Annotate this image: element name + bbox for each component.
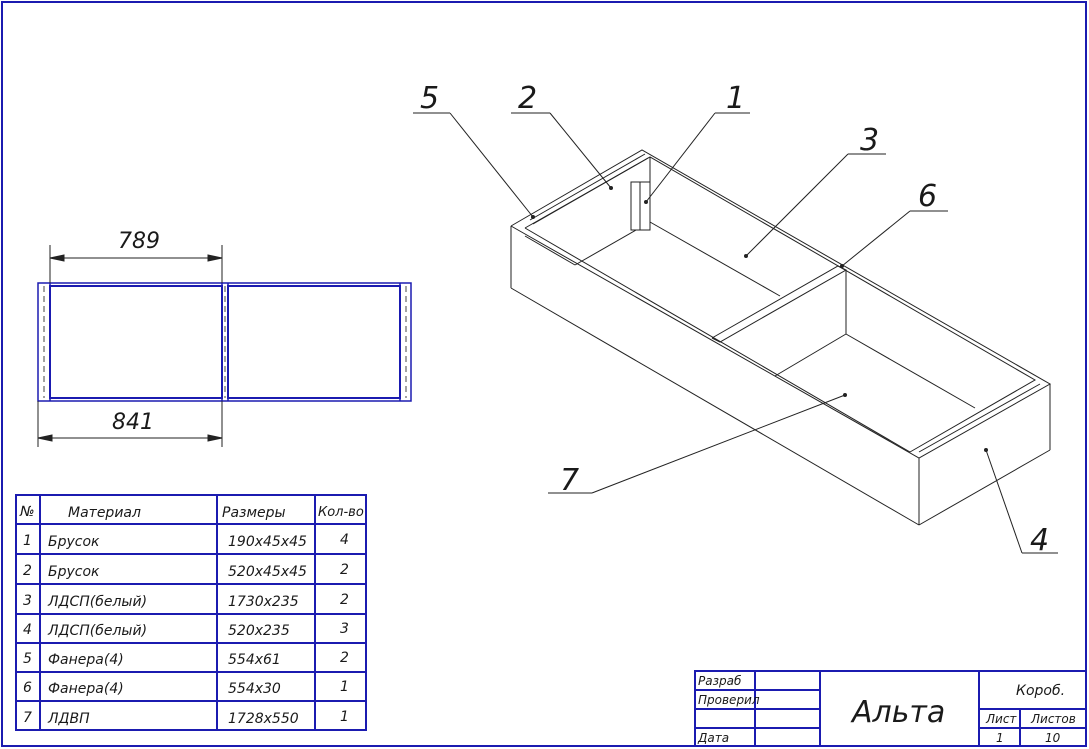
svg-text:Брусок: Брусок [48,534,100,550]
table-row: 3 ЛДСП(белый) 1730х235 2 [23,592,349,610]
svg-text:Брусок: Брусок [48,564,100,580]
label-checked: Проверил [698,693,760,707]
dimension-lines [37,245,223,447]
svg-text:1730х235: 1730х235 [228,594,299,610]
table-row: 6 Фанера(4) 554х30 1 [23,679,349,697]
leader-dots [531,186,988,452]
callout-5: 5 [420,81,439,116]
svg-text:Фанера(4): Фанера(4) [48,681,124,697]
svg-text:5: 5 [23,651,32,667]
table-row: 2 Брусок 520х45х45 2 [23,562,349,580]
svg-text:1728х550: 1728х550 [228,711,299,727]
callout-1: 1 [726,81,745,116]
callout-2: 2 [518,81,537,116]
svg-text:ЛДСП(белый): ЛДСП(белый) [47,623,147,639]
svg-text:1: 1 [340,709,349,725]
isometric-box-view [510,149,1052,526]
svg-text:3: 3 [340,621,349,637]
leader-lines [413,112,1058,554]
header-number: № [19,504,35,520]
svg-text:4: 4 [340,532,349,548]
title-block: Разраб Проверил Дата Альта Короб. Лист Л… [694,670,1087,747]
drawing-name: Короб. [1016,683,1065,699]
callout-6: 6 [918,179,937,214]
svg-text:3: 3 [23,593,32,609]
callout-4: 4 [1030,523,1049,558]
svg-text:2: 2 [23,563,32,579]
table-row: 5 Фанера(4) 554х61 2 [23,650,349,668]
svg-text:ЛДСП(белый): ЛДСП(белый) [47,594,147,610]
svg-text:Фанера(4): Фанера(4) [48,652,124,668]
dimension-841: 841 [112,410,154,435]
sheet-number: 1 [996,731,1004,745]
callout-numbers: 5 2 1 3 6 7 4 [420,81,1049,558]
svg-text:1: 1 [340,679,349,695]
label-sheet: Лист [985,712,1017,726]
spec-table: № Материал Размеры Кол-во 1 Брусок 190х4… [15,494,367,731]
svg-text:554х61: 554х61 [228,652,281,668]
svg-text:190х45х45: 190х45х45 [228,534,307,550]
table-row: 1 Брусок 190х45х45 4 [23,532,349,550]
svg-text:520х45х45: 520х45х45 [228,564,307,580]
callout-7: 7 [560,463,579,498]
svg-text:4: 4 [23,622,32,638]
svg-text:ЛДВП: ЛДВП [47,711,90,727]
svg-text:2: 2 [340,562,349,578]
svg-text:2: 2 [340,592,349,608]
svg-text:7: 7 [23,710,32,726]
drawing-title: Альта [850,695,945,730]
svg-text:554х30: 554х30 [228,681,281,697]
table-row: 4 ЛДСП(белый) 520х235 3 [23,621,349,639]
svg-text:6: 6 [23,680,32,696]
svg-text:520х235: 520х235 [228,623,290,639]
label-sheets: Листов [1030,712,1076,726]
dimension-789: 789 [118,229,160,254]
label-developer: Разраб [698,674,742,688]
callout-3: 3 [860,123,879,158]
table-row: 7 ЛДВП 1728х550 1 [23,709,349,727]
svg-text:1: 1 [23,533,32,549]
header-material: Материал [68,505,141,521]
header-quantity: Кол-во [318,505,364,520]
header-size: Размеры [222,505,286,521]
sheets-total: 10 [1045,731,1061,745]
top-view [37,282,412,402]
label-date: Дата [697,731,729,745]
svg-text:2: 2 [340,650,349,666]
